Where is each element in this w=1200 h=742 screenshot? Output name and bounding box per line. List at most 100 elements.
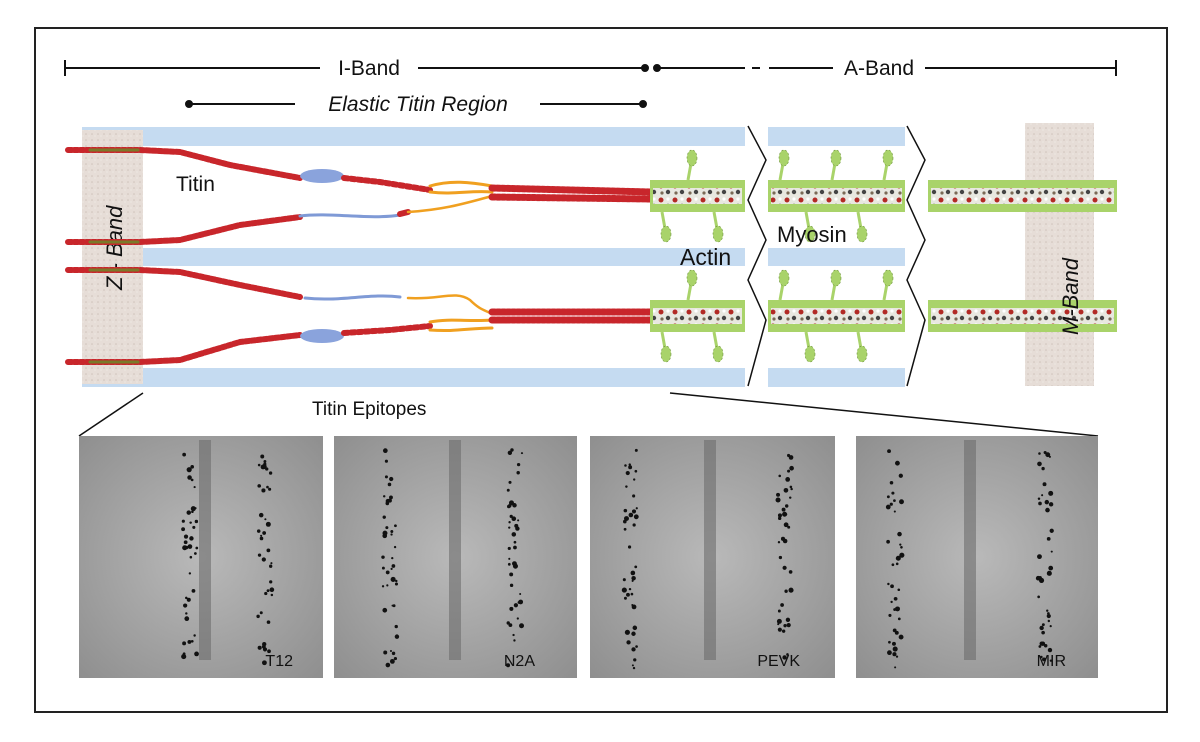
z-line (964, 440, 976, 660)
gold-particle (261, 644, 266, 649)
gold-particle (886, 495, 890, 499)
gold-particle (513, 639, 516, 642)
gold-particle (381, 566, 385, 570)
gold-particle (270, 593, 274, 597)
gold-particle (266, 485, 269, 489)
myosin-head (882, 269, 894, 287)
micrograph-mir: MIR (856, 436, 1098, 678)
myosin-head (712, 225, 724, 243)
gold-particle (1044, 499, 1050, 505)
gold-particle (631, 631, 636, 636)
gold-particle (895, 460, 900, 466)
gold-particle (395, 579, 398, 583)
gold-particle (1037, 595, 1040, 599)
gold-particle (777, 513, 782, 518)
gold-particle (509, 606, 514, 611)
micrograph-label: T12 (265, 653, 293, 670)
micrograph-panels: T12 N2A PEVK MIR (79, 436, 1098, 678)
gold-particle (1048, 455, 1051, 458)
gold-particle (393, 545, 397, 549)
gold-particle (900, 546, 903, 549)
gold-particle (1046, 536, 1051, 541)
gold-particle (261, 557, 266, 562)
gold-particle (789, 485, 793, 489)
gold-particle (512, 633, 515, 637)
gold-particle (899, 543, 902, 546)
gold-particle (1043, 643, 1048, 648)
gold-particle (391, 604, 394, 607)
gold-particle (381, 555, 385, 559)
gold-particle (1039, 625, 1044, 631)
gold-particle (1039, 641, 1044, 646)
gold-particle (788, 587, 794, 593)
gold-particle (508, 521, 511, 524)
gold-particle (268, 487, 272, 491)
gold-particle (631, 647, 636, 652)
gold-particle (387, 498, 392, 503)
gold-particle (892, 628, 897, 633)
gold-particle (895, 562, 899, 566)
gold-particle (181, 519, 185, 523)
gold-particle (508, 526, 511, 529)
gold-particle (382, 607, 388, 613)
gold-particle (632, 666, 636, 670)
gold-particle (777, 623, 780, 626)
gold-particle (182, 545, 188, 551)
gold-particle (1038, 452, 1041, 455)
gold-particle (385, 662, 391, 668)
gold-particle (886, 539, 890, 544)
myosin-head (686, 149, 698, 167)
myosin-head (778, 149, 790, 167)
gold-particle (627, 545, 632, 549)
gold-particle (259, 611, 263, 615)
gold-particle (631, 604, 637, 610)
gold-particle (508, 480, 512, 484)
gold-particle (893, 510, 896, 513)
gold-particle (512, 561, 517, 567)
gold-particle (632, 523, 636, 527)
gold-particle (1041, 623, 1045, 627)
gold-particle (632, 625, 638, 631)
gold-particle (894, 666, 897, 669)
gold-particle (509, 514, 513, 518)
gold-particle (783, 487, 789, 493)
gold-particle (1042, 482, 1047, 487)
gold-particle (783, 623, 787, 628)
filament-core (653, 308, 742, 324)
gold-particle (193, 634, 196, 637)
gold-particle (386, 584, 389, 587)
gold-particle (190, 478, 194, 482)
gold-particle (777, 627, 782, 632)
gold-particle (511, 532, 517, 537)
gold-particle (186, 597, 191, 602)
gold-particle (182, 652, 186, 656)
gold-particle (1047, 612, 1050, 615)
gold-particle (897, 617, 901, 621)
gold-particle (785, 617, 791, 623)
gold-particle (1048, 490, 1054, 496)
gold-particle (382, 515, 386, 519)
myosin-head (804, 345, 816, 363)
gold-particle (1041, 466, 1045, 471)
gold-particle (1049, 528, 1054, 533)
gold-particle (778, 474, 782, 478)
gold-particle (508, 623, 513, 628)
gold-particle (385, 526, 389, 530)
gold-particle (265, 521, 271, 527)
gold-particle (631, 579, 634, 582)
gold-particle (777, 516, 782, 521)
gold-particle (390, 530, 394, 534)
gold-particle (516, 470, 520, 475)
m-band-label: M-Band (1058, 257, 1083, 335)
myosin-head (856, 345, 868, 363)
gold-particle (630, 570, 636, 576)
gold-particle (887, 449, 891, 454)
gold-particle (385, 501, 390, 506)
micrograph-label: N2A (504, 653, 535, 670)
gold-particle (625, 470, 630, 476)
gold-particle (261, 488, 266, 493)
gold-particle (384, 459, 388, 463)
gold-particle (185, 596, 188, 600)
gold-particle (788, 455, 794, 460)
gold-particle (628, 512, 634, 518)
